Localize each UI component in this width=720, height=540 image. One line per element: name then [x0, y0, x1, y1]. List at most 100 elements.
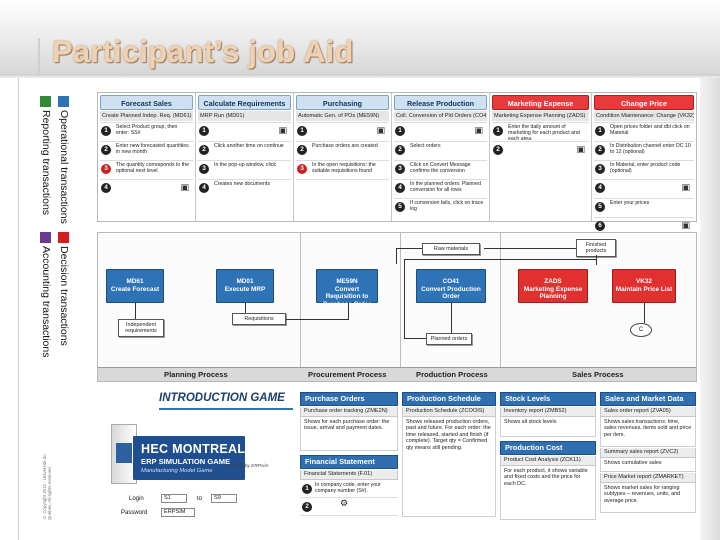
hec-montreal-logo	[133, 436, 245, 480]
game-box-image	[111, 424, 137, 484]
transaction-code[interactable]: Condition Maintenance: Change (VK32)	[594, 111, 694, 121]
report-transaction[interactable]: Inventory report (ZMB52)	[500, 407, 596, 417]
legend-operational-label: Operational transactions	[58, 110, 70, 224]
flow-box-title: CO41	[442, 278, 460, 285]
step-text: Creates new documents	[214, 181, 270, 187]
step-number: 1	[199, 126, 209, 136]
report-step: 1 In company code, enter your company nu…	[300, 480, 398, 498]
report-transaction[interactable]: Purchase order tracking (ZME2N)	[300, 407, 398, 417]
requisitions-note: Requisitions	[232, 313, 286, 325]
process-label-procurement: Procurement Process	[308, 370, 387, 379]
execute-icon: ⚙	[340, 498, 349, 508]
step-number: 2	[595, 145, 605, 155]
intro-game-title: INTRODUCTION GAME	[159, 392, 285, 404]
login-from-field[interactable]: S1	[161, 494, 187, 503]
connector-line	[245, 303, 246, 313]
step-number: 2	[493, 145, 503, 155]
connector-line	[484, 248, 576, 249]
planned-orders-note: Planned orders	[426, 333, 472, 345]
login-to-field[interactable]: S9	[211, 494, 237, 503]
login-to-label: to	[197, 496, 203, 502]
summary-sales-description: Shows cumulative sales	[600, 458, 696, 472]
connector-line	[348, 303, 349, 320]
connector-line	[451, 303, 452, 333]
report-header: Stock Levels	[500, 392, 596, 406]
transaction-step: 6▣	[594, 217, 694, 235]
summary-sales-transaction[interactable]: Summary sales report (ZVC2)	[600, 448, 696, 458]
legend-purple-square	[40, 232, 51, 243]
step-number: 2	[199, 145, 209, 155]
flow-box-title: ME59N	[336, 278, 358, 285]
flow-box-vk32[interactable]: VK32 Maintain Price List	[612, 269, 676, 303]
intro-game-panel: INTRODUCTION GAME HEC MONTREAL ERP SIMUL…	[97, 390, 295, 522]
flow-box-title: ZADS	[544, 278, 562, 285]
connector-circle: C	[630, 323, 652, 337]
step-text: In company code, enter your company numb…	[315, 482, 381, 494]
transaction-code[interactable]: Create Planned Indep. Req. (MD61)	[100, 111, 193, 121]
legend-accounting-label: Accounting transactions	[40, 246, 52, 358]
step-text: In the open requisitions: the suitable r…	[312, 162, 376, 174]
production-cost-transaction[interactable]: Product Cost Analysis (ZCK11)	[500, 456, 596, 466]
financial-statement-header: Financial Statement	[300, 455, 398, 469]
flow-box-me59n[interactable]: ME59N Convert Requisition to Purchase Or…	[316, 269, 378, 308]
transaction-code[interactable]: Coll. Conversion of Pld Orders (CO41)	[394, 111, 487, 121]
market-report-transaction[interactable]: Price Market report (ZMARKET)	[600, 473, 696, 483]
finished-products-note: Finished products	[576, 239, 616, 257]
transaction-code[interactable]: Automatic Gen. of POs (ME59N)	[296, 111, 389, 121]
screenshot-icon: ▣	[681, 182, 690, 192]
step-text: Enter the daily amount of marketing for …	[508, 124, 580, 140]
transaction-step: 4▣	[100, 179, 193, 197]
flow-box-md01[interactable]: MD01 Execute MRP	[216, 269, 274, 303]
title-band	[0, 0, 720, 78]
transaction-step: 2 In Distribution channel enter DC 10 to …	[594, 141, 694, 159]
screenshot-icon: ▣	[474, 125, 483, 135]
flow-box-zads[interactable]: ZADS Marketing Expense Planning	[518, 269, 588, 303]
transaction-code[interactable]: MRP Run (MD01)	[198, 111, 291, 121]
market-report-description: Shows market sales for ranging subtypes …	[600, 483, 696, 513]
report-description: Shows for each purchase order: the issue…	[300, 417, 398, 451]
process-divider	[400, 233, 401, 367]
step-text: Purchase orders are created	[312, 143, 378, 149]
report-transaction[interactable]: Sales order report (ZVA05)	[600, 407, 696, 417]
hec-logo-name: HEC MONTREAL	[141, 442, 246, 456]
report-production-schedule: Production Schedule Production Schedule …	[402, 392, 496, 524]
page-title: Participant’s job Aid	[52, 34, 354, 69]
step-text: The quantity corresponds to the optional…	[116, 162, 189, 174]
step-number: 3	[199, 164, 209, 174]
step-number: 3	[297, 164, 307, 174]
step-number: 1	[595, 126, 605, 136]
step-number: 5	[595, 202, 605, 212]
report-header: Sales and Market Data	[600, 392, 696, 406]
step-number: 2	[395, 145, 405, 155]
step-number: 3	[395, 164, 405, 174]
step-text: Enter new forecasted quantities in new m…	[116, 143, 189, 155]
connector-line	[135, 303, 136, 319]
flow-box-md61[interactable]: MD61 Create Forecast	[106, 269, 164, 303]
transaction-code[interactable]: Marketing Expense Planning (ZADS)	[492, 111, 589, 121]
transaction-step: 1▣	[198, 122, 291, 140]
copyright-text: © Copyright 2012 - Université du Québec,…	[42, 454, 52, 520]
flow-box-subtitle: Create Forecast	[110, 285, 160, 293]
connector-line	[404, 259, 405, 339]
step-number: 6	[595, 221, 605, 231]
flow-box-co41[interactable]: CO41 Convert Production Order	[416, 269, 486, 303]
financial-statement-transaction[interactable]: Financial Statements (F.01)	[300, 470, 398, 480]
transaction-header: Purchasing	[296, 95, 389, 110]
password-field[interactable]: ERPSIM	[161, 508, 195, 517]
step-text: In Distribution channel enter DC 10 to 1…	[610, 143, 691, 155]
report-description: Shows released production orders, past a…	[402, 417, 496, 517]
powered-by-label: powered by ERPsim	[225, 464, 269, 469]
report-transaction[interactable]: Production Schedule (ZCOOIS)	[402, 407, 496, 417]
